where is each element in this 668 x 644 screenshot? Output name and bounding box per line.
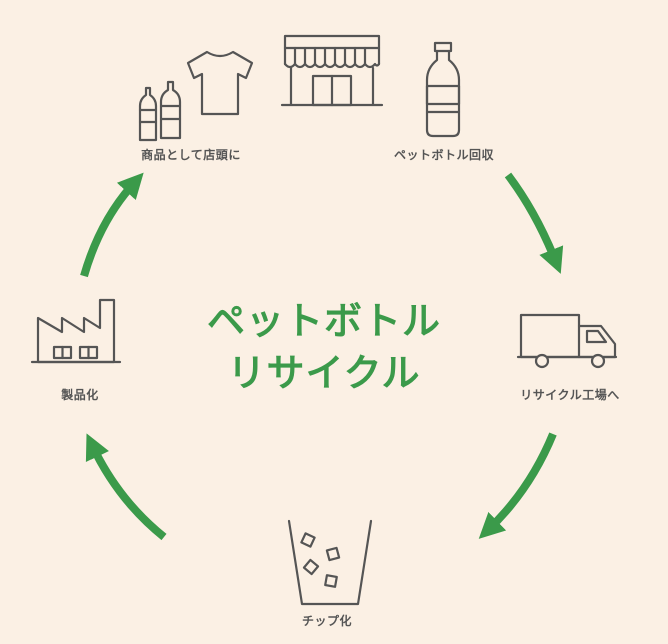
bottles-and-shirt-icon bbox=[138, 50, 254, 142]
truck-icon bbox=[516, 313, 618, 369]
step-label-manufacturing: 製品化 bbox=[61, 388, 99, 402]
step-label-chipping: チップ化 bbox=[301, 614, 353, 628]
pet-bottle-icon bbox=[425, 41, 461, 138]
cycle-arrow bbox=[80, 172, 144, 278]
factory-icon bbox=[30, 298, 122, 364]
storefront-icon bbox=[280, 34, 384, 107]
step-label-to-factory: リサイクル工場へ bbox=[520, 388, 620, 402]
cycle-arrow bbox=[478, 432, 557, 539]
cycle-arrow bbox=[85, 433, 167, 541]
cycle-arrow bbox=[504, 172, 564, 274]
diagram-title-line2: リサイクル bbox=[227, 351, 421, 395]
cup-with-chips-icon bbox=[287, 519, 373, 606]
step-label-store: 商品として店頭に bbox=[141, 148, 241, 162]
diagram-title-line1: ペットボトル bbox=[206, 299, 442, 343]
step-label-collection: ペットボトル回収 bbox=[393, 148, 495, 162]
